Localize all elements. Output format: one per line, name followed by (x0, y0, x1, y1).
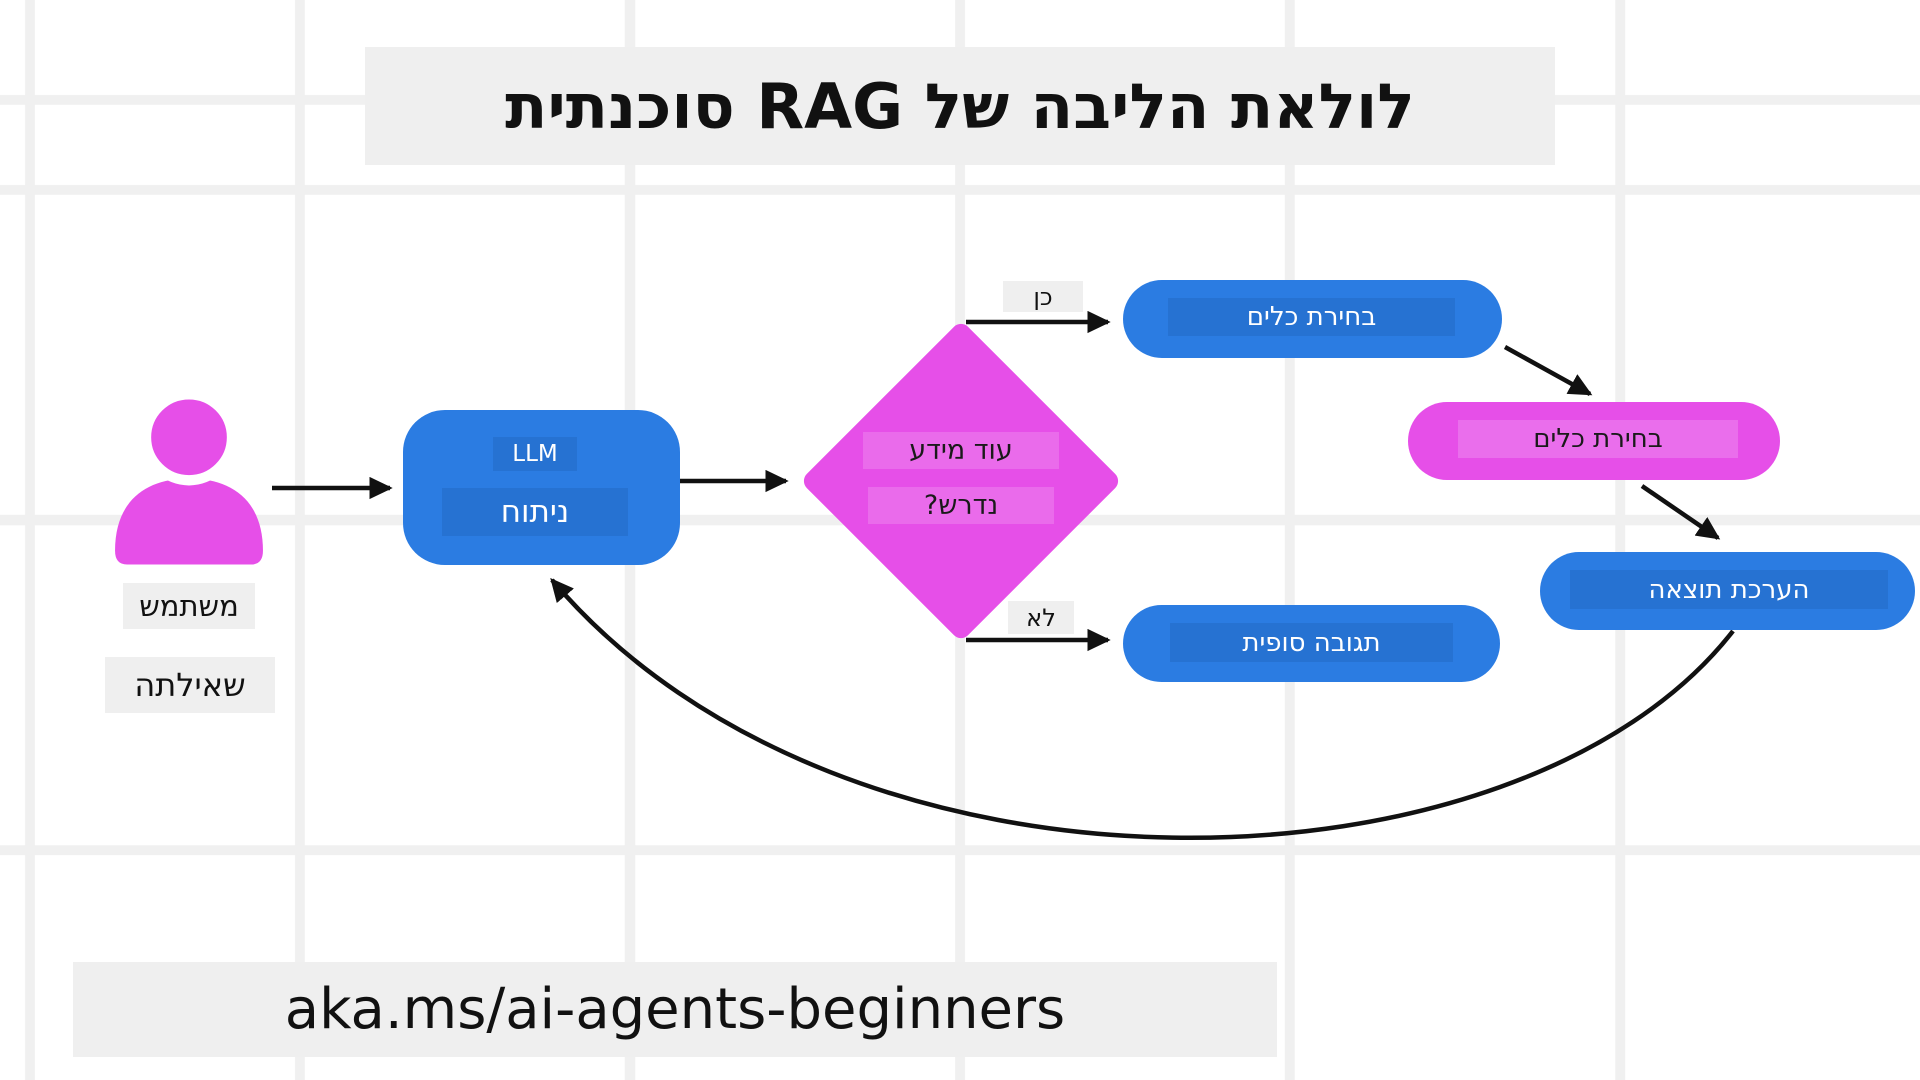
final-response-label: תגובה סופית (1242, 627, 1381, 658)
edge-label-no: לא (1008, 601, 1074, 634)
tool-selection-mid-node: בחירת כלים (1408, 402, 1780, 480)
page-title: לולאת הליבה של RAG סוכנתית (365, 47, 1555, 165)
user-person-icon (103, 389, 275, 568)
final-response-node: תגובה סופית (1123, 605, 1500, 682)
footer-url: aka.ms/ai-agents-beginners (73, 962, 1277, 1057)
edge-tooltop-to-toolmid (1503, 345, 1593, 396)
result-evaluation-label: הערכת תוצאה (1648, 574, 1810, 605)
llm-analysis-label: ניתוח (442, 488, 628, 536)
decision-label-line1: עוד מידע (863, 432, 1059, 469)
edge-toolmid-to-eval (1640, 484, 1721, 540)
llm-analysis-node (403, 410, 680, 565)
decision-label-line2: נדרש? (868, 487, 1054, 524)
user-role-label: משתמש (123, 583, 255, 629)
decision-diamond (799, 319, 1123, 643)
llm-badge: LLM (493, 437, 577, 471)
user-query-label: שאילתה (105, 657, 275, 713)
tool-selection-top-label: בחירת כלים (1246, 302, 1377, 332)
result-evaluation-node: הערכת תוצאה (1540, 552, 1915, 630)
edge-label-yes: כן (1003, 281, 1083, 312)
tool-selection-mid-label: בחירת כלים (1533, 424, 1663, 454)
tool-selection-top-node: בחירת כלים (1123, 280, 1502, 358)
